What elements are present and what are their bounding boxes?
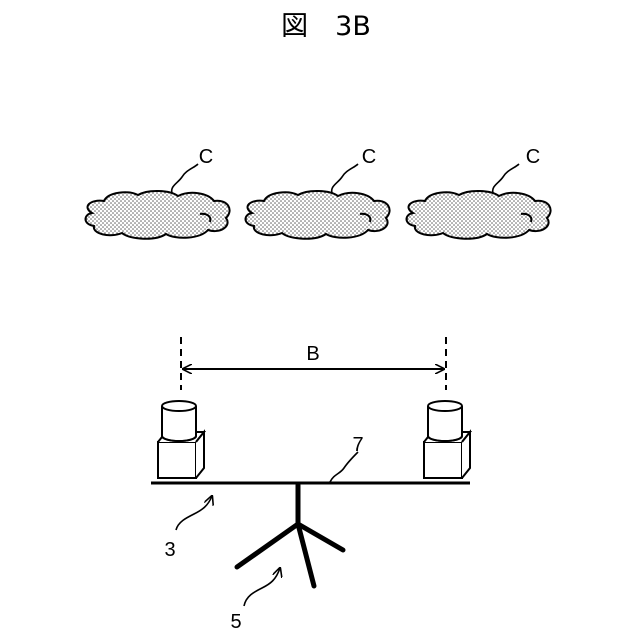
reference-label-3: 3	[164, 539, 175, 561]
tripod	[237, 485, 343, 586]
reference-label-5: 5	[230, 611, 241, 633]
figure-title: 図 3B	[281, 11, 371, 42]
cloud-right: C	[407, 146, 551, 239]
cloud-left: C	[86, 146, 230, 239]
camera-left	[158, 401, 204, 478]
cloud-middle: C	[246, 146, 390, 239]
baseline-dimension: B	[181, 337, 446, 390]
reference-3: 3	[164, 496, 212, 561]
reference-7: 7	[330, 434, 364, 482]
baseline-label: B	[306, 343, 319, 365]
cloud-label-right: C	[526, 146, 540, 168]
cloud-label-middle: C	[362, 146, 376, 168]
camera-right	[424, 401, 470, 478]
cloud-label-left: C	[199, 146, 213, 168]
reference-5: 5	[230, 568, 280, 633]
reference-label-7: 7	[352, 434, 363, 456]
